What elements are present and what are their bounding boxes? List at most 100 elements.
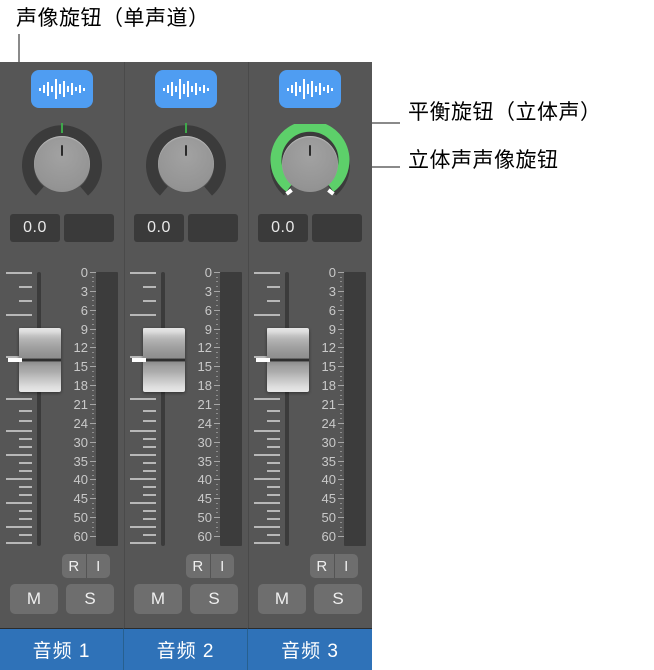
- solo-button[interactable]: S: [314, 584, 362, 614]
- meter-scale-subtick: [92, 408, 94, 410]
- meter-scale-tick: [338, 460, 344, 462]
- meter-scale-label: 9: [80, 321, 88, 337]
- pan-value-field[interactable]: 0.0: [258, 214, 308, 242]
- meter-scale-tick: [214, 517, 220, 519]
- meter-scale-subtick: [340, 300, 342, 302]
- meter-scale-subtick: [92, 389, 94, 391]
- fader-track[interactable]: [285, 272, 289, 546]
- meter-scale-ticks: [338, 270, 344, 548]
- meter-scale-tick: [214, 498, 220, 500]
- meter-scale-label: 45: [73, 491, 88, 507]
- record-enable-button[interactable]: R: [310, 554, 335, 578]
- meter-scale-tick: [338, 347, 344, 349]
- meter-scale-tick: [338, 479, 344, 481]
- meter-scale-label: 18: [321, 378, 336, 394]
- input-monitor-button[interactable]: I: [96, 557, 101, 575]
- fader-scale-tick: [267, 510, 280, 512]
- pan-knob-center-mark: [61, 123, 63, 133]
- record-input-buttons[interactable]: R I: [310, 554, 358, 578]
- meter-scale-subtick: [216, 333, 218, 335]
- mute-button[interactable]: M: [134, 584, 182, 614]
- meter-scale-label: 30: [321, 434, 336, 450]
- meter-scale-tick: [214, 366, 220, 368]
- meter-scale-label: 0: [80, 265, 88, 280]
- meter-scale-subtick: [92, 493, 94, 495]
- meter-scale-subtick: [340, 413, 342, 415]
- waveform-icon[interactable]: [279, 70, 341, 108]
- input-monitor-button[interactable]: I: [220, 557, 225, 575]
- meter-scale-subtick: [340, 286, 342, 288]
- fader-scale-tick: [130, 542, 156, 544]
- meter-scale-label: 40: [73, 472, 88, 488]
- volume-fader-handle[interactable]: [267, 328, 309, 392]
- meter-scale-subtick: [216, 394, 218, 396]
- meter-scale-subtick: [216, 375, 218, 377]
- fader-track[interactable]: [161, 272, 165, 546]
- meter-scale-tick: [90, 498, 96, 500]
- volume-fader-handle[interactable]: [143, 328, 185, 392]
- meter-scale-subtick: [92, 380, 94, 382]
- fader-scale-tick: [143, 420, 156, 422]
- pan-knob-mono[interactable]: [22, 123, 102, 204]
- meter-scale-subtick: [340, 342, 342, 344]
- track-name-strip[interactable]: 音频 2: [124, 628, 248, 670]
- record-enable-button[interactable]: R: [186, 554, 211, 578]
- meter-scale-subtick: [216, 451, 218, 453]
- secondary-value-field[interactable]: [64, 214, 114, 242]
- meter-scale-label: 21: [321, 397, 336, 412]
- fader-scale: [254, 270, 282, 548]
- secondary-value-field[interactable]: [312, 214, 362, 242]
- meter-scale-subtick: [216, 305, 218, 306]
- meter-scale-subtick: [92, 465, 94, 467]
- meter-scale-subtick: [340, 276, 342, 278]
- fader-scale-tick: [267, 420, 280, 422]
- solo-button[interactable]: S: [66, 584, 114, 614]
- mute-button[interactable]: M: [10, 584, 58, 614]
- mute-solo-row: M S: [258, 584, 362, 614]
- value-row: 0.0: [10, 214, 114, 242]
- meter-scale-subtick: [340, 432, 342, 434]
- meter-scale-subtick: [340, 333, 342, 335]
- mute-button[interactable]: M: [258, 584, 306, 614]
- track-name-strip[interactable]: 音频 1: [0, 628, 124, 670]
- fader-scale-tick: [143, 486, 156, 488]
- stereo-pan-knob[interactable]: [270, 124, 350, 204]
- record-enable-button[interactable]: R: [62, 554, 87, 578]
- meter-scale-tick: [90, 441, 96, 443]
- meter-scale-tick: [338, 328, 344, 330]
- fader-scale-tick: [19, 410, 32, 412]
- meter-scale-subtick: [92, 314, 94, 316]
- value-row: 0.0: [258, 214, 362, 242]
- waveform-icon[interactable]: [31, 70, 93, 108]
- pan-value-field[interactable]: 0.0: [134, 214, 184, 242]
- record-input-buttons[interactable]: R I: [186, 554, 234, 578]
- volume-fader-handle[interactable]: [19, 328, 61, 392]
- knob-cap: [282, 136, 338, 192]
- meter-scale-label: 0: [204, 265, 212, 280]
- meter-scale-subtick: [92, 371, 94, 372]
- meter-scale-subtick: [92, 437, 94, 438]
- meter-scale-subtick: [340, 361, 342, 363]
- record-input-buttons[interactable]: R I: [62, 554, 110, 578]
- waveform-icon[interactable]: [155, 70, 217, 108]
- secondary-value-field[interactable]: [188, 214, 238, 242]
- pan-value-field[interactable]: 0.0: [10, 214, 60, 242]
- fader-track[interactable]: [37, 272, 41, 546]
- meter-scale-subtick: [216, 371, 218, 372]
- track-name-strip[interactable]: 音频 3: [248, 628, 372, 670]
- meter-scale-subtick: [92, 418, 94, 420]
- knob-pointer: [61, 145, 63, 156]
- meter-scale-label: 40: [197, 472, 212, 488]
- input-monitor-button[interactable]: I: [344, 557, 349, 575]
- meter-scale-label: 12: [197, 340, 212, 356]
- meter-scale-subtick: [340, 356, 342, 358]
- meter-scale-subtick: [92, 451, 94, 453]
- meter-scale-label: 15: [197, 359, 212, 375]
- solo-button[interactable]: S: [190, 584, 238, 614]
- meter-scale-tick: [214, 441, 220, 443]
- fader-scale-tick: [143, 510, 156, 512]
- balance-knob-stereo[interactable]: [146, 123, 226, 204]
- meter-scale-subtick: [340, 503, 342, 504]
